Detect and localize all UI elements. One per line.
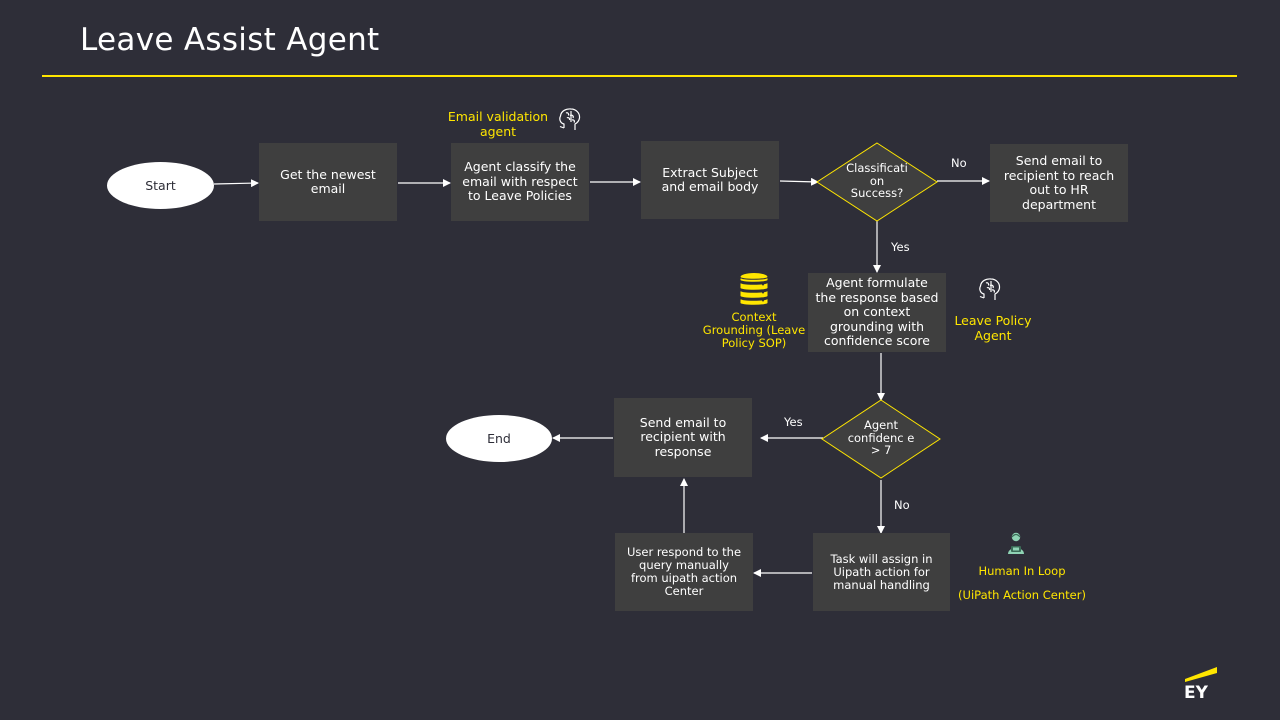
human-in-loop-icon <box>1008 532 1024 554</box>
extract-box: Extract Subject and email body <box>641 141 779 219</box>
classification-decision-label: Classificati on Success? <box>846 161 908 201</box>
database-icon <box>739 272 769 306</box>
edge-label-no-2: No <box>894 498 910 512</box>
confidence-decision-diamond <box>821 399 941 479</box>
classification-decision-diamond <box>816 142 938 222</box>
formulate-box: Agent formulate the response based on co… <box>808 273 946 352</box>
end-node: End <box>446 415 552 462</box>
end-label: End <box>487 431 511 446</box>
human-in-loop-label: Human In Loop <box>978 564 1066 578</box>
task-assign-box: Task will assign in Uipath action for ma… <box>813 533 950 611</box>
brain-icon <box>559 108 581 130</box>
title-rule <box>42 75 1237 77</box>
context-grounding-label: Context Grounding (Leave Policy SOP) <box>702 310 806 350</box>
page-title: Leave Assist Agent <box>80 22 380 58</box>
leave-policy-agent-label: Leave Policy Agent <box>954 313 1032 343</box>
edge-label-yes-2: Yes <box>784 415 803 429</box>
arrow-extract-to-decision <box>779 177 819 186</box>
brain-icon <box>979 278 1001 300</box>
send-hr-box: Send email to recipient to reach out to … <box>990 144 1128 222</box>
arrow-start-to-get-email <box>213 179 259 188</box>
start-node: Start <box>107 162 214 209</box>
ey-logo: EY <box>1184 667 1217 700</box>
uipath-action-center-label: (UiPath Action Center) <box>958 588 1086 602</box>
send-response-box: Send email to recipient with response <box>614 398 752 477</box>
user-respond-box: User respond to the query manually from … <box>615 533 753 611</box>
classify-box: Agent classify the email with respect to… <box>451 143 589 221</box>
get-email-box: Get the newest email <box>259 143 397 221</box>
start-label: Start <box>145 178 176 193</box>
edge-label-yes-1: Yes <box>891 240 910 254</box>
email-validation-agent-label: Email validation agent <box>447 109 549 139</box>
ey-logo-text: EY <box>1184 683 1209 700</box>
confidence-decision-label: Agent confidenc e > 7 <box>847 418 915 458</box>
edge-label-no-1: No <box>951 156 967 170</box>
